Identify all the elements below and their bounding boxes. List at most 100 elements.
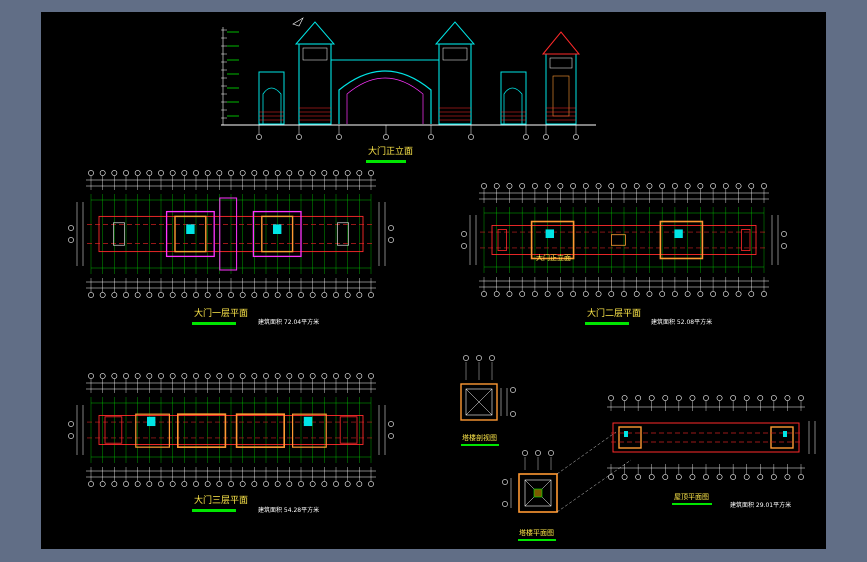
axis-bubble-icon bbox=[321, 170, 328, 176]
axis-bubble-icon bbox=[298, 170, 304, 176]
axis-bubble-icon bbox=[461, 243, 467, 249]
axis-bubble-icon bbox=[158, 481, 164, 487]
main-arch bbox=[338, 70, 432, 124]
axis-bubble-icon bbox=[239, 292, 246, 298]
tower-detail-underline bbox=[461, 444, 499, 446]
axis-bubble-icon bbox=[608, 291, 615, 297]
axis-bubble-icon bbox=[703, 395, 709, 401]
plan1-area-note: 建筑面积 72.04平方米 bbox=[258, 319, 320, 326]
axis-bubble-icon bbox=[608, 474, 614, 480]
axis-bubble-icon bbox=[684, 291, 691, 297]
axis-bubble-icon bbox=[239, 170, 246, 176]
axis-bubble-icon bbox=[99, 373, 106, 379]
axis-bubble-icon bbox=[134, 481, 141, 487]
axis-bubble-icon bbox=[684, 183, 691, 189]
axis-bubble-icon bbox=[781, 231, 787, 237]
axis-bubble-icon bbox=[608, 395, 614, 401]
axis-bubble-icon bbox=[672, 291, 678, 297]
axis-bubble-icon bbox=[784, 395, 791, 401]
plan1-title-underline bbox=[192, 322, 236, 325]
axis-bubble-icon bbox=[716, 395, 723, 401]
axis-bubble-icon bbox=[216, 481, 223, 487]
axis-bubble-icon bbox=[570, 291, 576, 297]
axis-bubble-icon bbox=[251, 170, 258, 176]
axis-bubble-icon bbox=[99, 292, 106, 298]
axis-bubble-icon bbox=[532, 291, 538, 297]
axis-bubble-icon bbox=[543, 134, 549, 140]
axis-bubble-icon bbox=[621, 183, 627, 189]
axis-bubble-icon bbox=[146, 170, 153, 176]
axis-bubble-icon bbox=[481, 291, 487, 297]
axis-bubble-icon bbox=[689, 395, 696, 401]
axis-bubble-icon bbox=[134, 170, 141, 176]
axis-bubble-icon bbox=[722, 183, 729, 189]
axis-bubble-icon bbox=[519, 183, 526, 189]
axis-bubble-icon bbox=[286, 373, 293, 379]
axis-bubble-icon bbox=[181, 373, 188, 379]
axis-bubble-icon bbox=[368, 292, 374, 298]
plan2-inner-label: 大门正立面 bbox=[536, 254, 571, 262]
axis-bubble-icon bbox=[735, 183, 742, 189]
axis-bubble-icon bbox=[134, 373, 141, 379]
axis-bubble-icon bbox=[635, 395, 642, 401]
axis-bubble-icon bbox=[635, 474, 642, 480]
axis-bubble-icon bbox=[286, 481, 293, 487]
axis-bubble-icon bbox=[321, 292, 328, 298]
axis-bubble-icon bbox=[263, 170, 269, 176]
drawing-viewport[interactable]: 大门正立面 大门一层平面 建筑面积 72.04平方米 大门二层平面 建筑面积 5… bbox=[41, 12, 826, 549]
axis-bubble-icon bbox=[309, 373, 316, 379]
plan3-title-underline bbox=[192, 509, 236, 512]
axis-bubble-icon bbox=[356, 292, 363, 298]
axis-bubble-icon bbox=[493, 291, 500, 297]
axis-bubble-icon bbox=[770, 474, 777, 480]
axis-bubble-icon bbox=[476, 355, 482, 361]
axis-bubble-icon bbox=[274, 170, 281, 176]
axis-bubble-icon bbox=[111, 373, 118, 379]
axis-bubble-icon bbox=[274, 373, 281, 379]
plan3-title: 大门三层平面 bbox=[194, 496, 249, 506]
axis-bubble-icon bbox=[134, 292, 141, 298]
axis-bubble-icon bbox=[522, 450, 528, 456]
axis-bubble-icon bbox=[181, 170, 188, 176]
axis-bubble-icon bbox=[99, 170, 106, 176]
axis-bubble-icon bbox=[743, 395, 750, 401]
axis-bubble-icon bbox=[532, 183, 538, 189]
axis-bubble-icon bbox=[123, 481, 129, 487]
axis-bubble-icon bbox=[730, 474, 737, 480]
axis-bubble-icon bbox=[181, 292, 188, 298]
tower-plan-underline bbox=[518, 539, 556, 541]
axis-bubble-icon bbox=[274, 481, 281, 487]
plan2-title-underline bbox=[585, 322, 629, 325]
axis-bubble-icon bbox=[111, 481, 118, 487]
elevation-title-underline bbox=[366, 160, 406, 163]
axis-bubble-icon bbox=[251, 292, 258, 298]
axis-bubble-icon bbox=[344, 481, 351, 487]
axis-bubble-icon bbox=[123, 292, 129, 298]
axis-bubble-icon bbox=[659, 183, 666, 189]
axis-bubble-icon bbox=[557, 183, 564, 189]
axis-bubble-icon bbox=[181, 481, 188, 487]
drawing-canvas bbox=[68, 17, 816, 513]
axis-bubble-icon bbox=[368, 481, 374, 487]
axis-bubble-icon bbox=[356, 481, 363, 487]
axis-bubble-icon bbox=[333, 170, 339, 176]
plan3-area-note: 建筑面积 54.28平方米 bbox=[258, 507, 320, 514]
axis-bubble-icon bbox=[309, 481, 316, 487]
axis-bubble-icon bbox=[689, 474, 696, 480]
axis-bubble-icon bbox=[88, 170, 94, 176]
axis-bubble-icon bbox=[648, 395, 655, 401]
axis-bubble-icon bbox=[761, 183, 767, 189]
axis-bubble-icon bbox=[68, 433, 74, 439]
axis-bubble-icon bbox=[461, 231, 467, 237]
axis-bubble-icon bbox=[743, 474, 750, 480]
axis-bubble-icon bbox=[595, 183, 602, 189]
axis-bubble-icon bbox=[296, 134, 302, 140]
axis-bubble-icon bbox=[548, 450, 554, 456]
axis-bubble-icon bbox=[158, 170, 164, 176]
axis-bubble-icon bbox=[428, 134, 434, 140]
axis-bubble-icon bbox=[662, 395, 669, 401]
axis-bubble-icon bbox=[228, 170, 234, 176]
axis-bubble-icon bbox=[193, 481, 199, 487]
axis-bubble-icon bbox=[368, 170, 374, 176]
